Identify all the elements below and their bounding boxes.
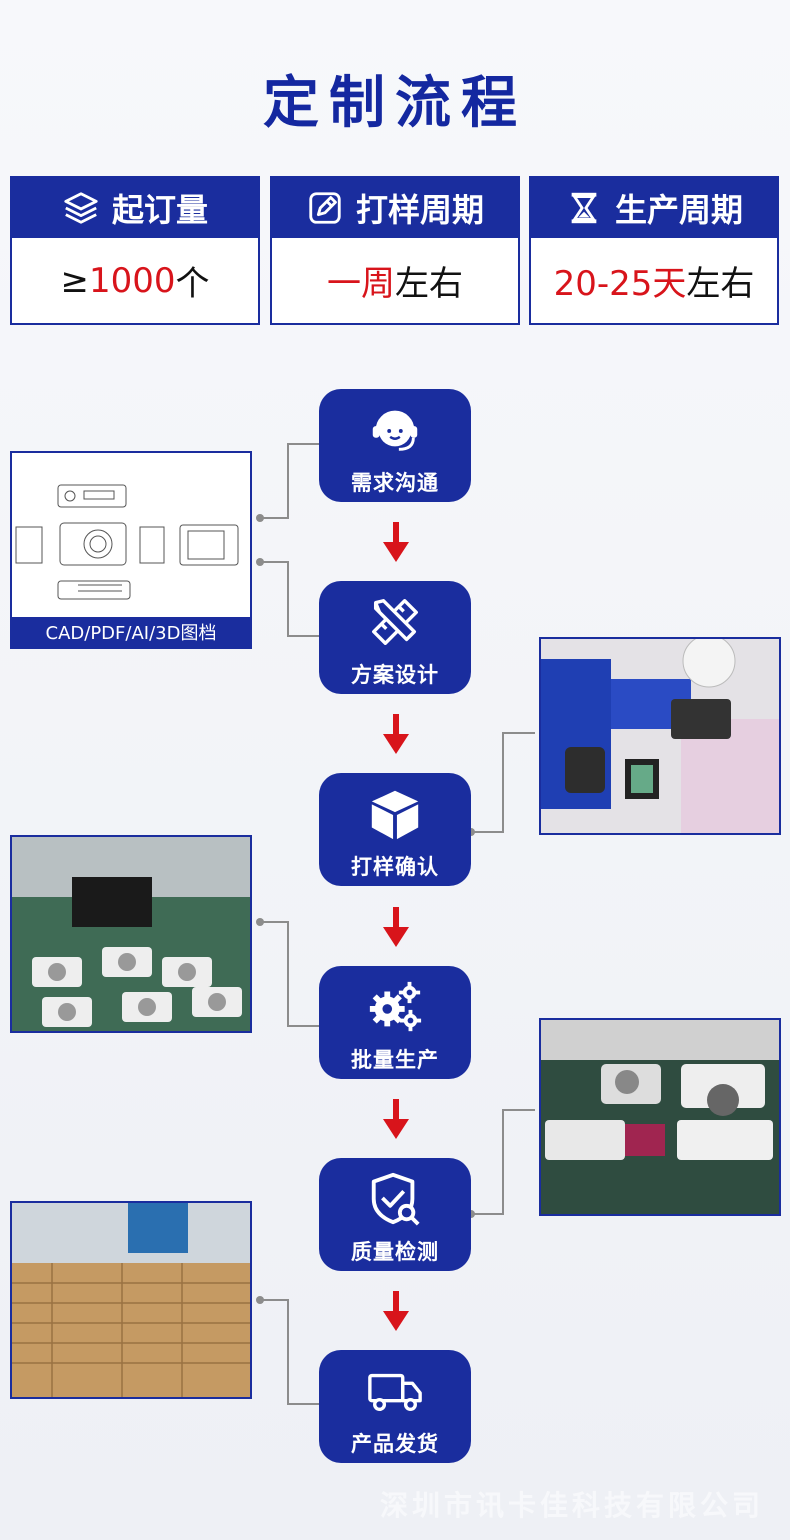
step-inspection-label: 质量检测 <box>351 1240 439 1264</box>
card-production-cycle: 生产周期 20-25天左右 <box>529 176 779 325</box>
step-design-label: 方案设计 <box>351 663 439 687</box>
card-moq-value-number: 1000 <box>88 260 176 301</box>
step-design: 方案设计 <box>319 581 471 694</box>
headset-icon <box>372 410 418 451</box>
card-sample-value-red: 一周 <box>327 264 395 304</box>
truck-icon <box>368 1373 422 1412</box>
card-production-value-red: 20-25天 <box>553 264 687 304</box>
arrow-down-icon <box>383 907 409 947</box>
card-production-value: 20-25天左右 <box>531 238 777 323</box>
card-production-header: 生产周期 <box>531 178 777 238</box>
step-shipping-label: 产品发货 <box>351 1432 439 1456</box>
step-production-label: 批量生产 <box>351 1048 439 1072</box>
step-requirement: 需求沟通 <box>319 389 471 502</box>
step-inspection: 质量检测 <box>319 1158 471 1271</box>
layers-icon <box>64 192 98 224</box>
company-watermark: 深圳市讯卡佳科技有限公司 <box>380 1489 765 1522</box>
card-sample-value-suffix: 左右 <box>395 264 463 304</box>
arrow-down-icon <box>383 1291 409 1331</box>
step-production: 批量生产 <box>319 966 471 1079</box>
arrow-down-icon <box>383 1099 409 1139</box>
card-moq-header: 起订量 <box>12 178 258 238</box>
step-sample: 打样确认 <box>319 773 471 886</box>
page-title: 定制流程 <box>263 71 527 136</box>
card-moq-value-suffix: 个 <box>175 264 210 304</box>
arrow-down-icon <box>383 522 409 562</box>
hourglass-icon <box>571 192 597 224</box>
photo-sample-assembly <box>539 637 781 835</box>
cad-drawing-panel: CAD/PDF/AI/3D图档 <box>10 451 252 649</box>
card-sample-value: 一周左右 <box>272 238 518 323</box>
cad-drawing-image <box>15 484 239 600</box>
photo-packaged-goods-image <box>12 1203 250 1397</box>
photo-quality-inspection <box>539 1018 781 1216</box>
step-shipping: 产品发货 <box>319 1350 471 1463</box>
card-sample-label: 打样周期 <box>355 191 484 229</box>
photo-sample-assembly-image <box>541 639 779 833</box>
box-icon <box>371 790 419 840</box>
photo-mass-production <box>10 835 252 1033</box>
card-moq-value-prefix: ≥ <box>60 260 89 301</box>
photo-quality-inspection-image <box>541 1020 779 1214</box>
card-production-label: 生产周期 <box>614 191 743 229</box>
card-sample-cycle: 打样周期 一周左右 <box>270 176 520 325</box>
photo-packaged-goods <box>10 1201 252 1399</box>
photo-mass-production-image <box>12 837 250 1031</box>
ruler-pencil-icon <box>372 599 418 645</box>
gears-icon <box>369 981 422 1032</box>
arrow-down-icon <box>383 714 409 754</box>
card-production-value-suffix: 左右 <box>686 264 755 304</box>
cad-caption: CAD/PDF/AI/3D图档 <box>12 617 250 647</box>
card-moq-label: 起订量 <box>111 191 208 229</box>
shield-check-icon <box>371 1172 420 1226</box>
card-sample-header: 打样周期 <box>272 178 518 238</box>
edit-icon <box>309 192 341 224</box>
step-sample-label: 打样确认 <box>351 855 439 879</box>
step-requirement-label: 需求沟通 <box>351 471 439 495</box>
